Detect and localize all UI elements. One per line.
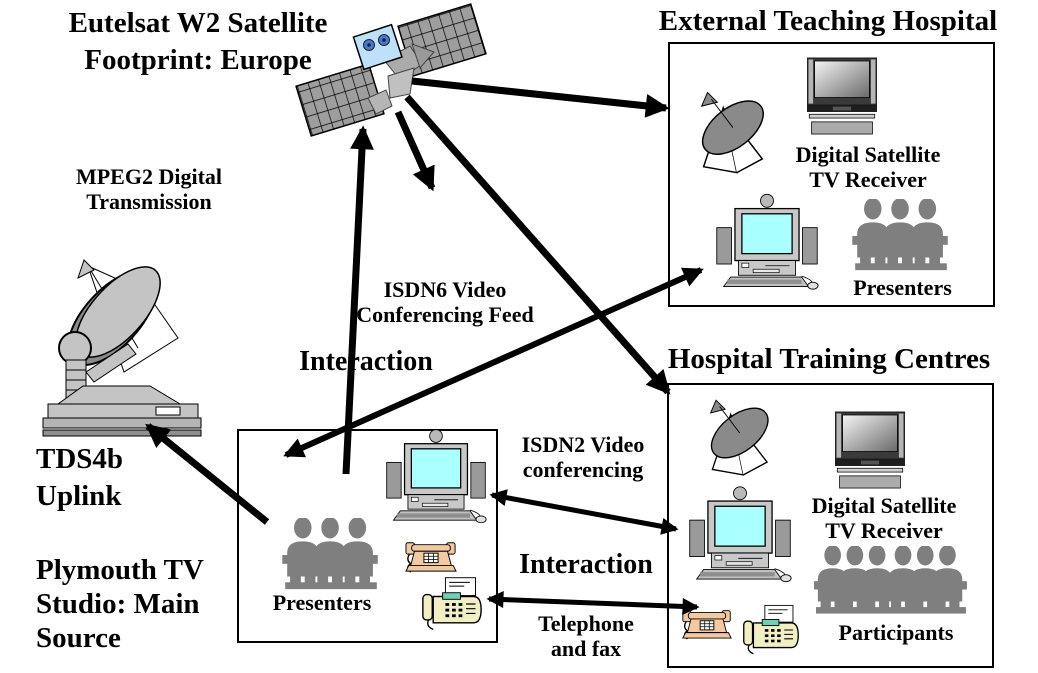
tds4b-line2: Uplink: [36, 479, 122, 512]
plymouth-line3: Source: [36, 622, 121, 655]
arrow-isdn2-videoconferencing: [489, 489, 679, 535]
telephone-icon: [682, 610, 732, 640]
uplink-dish-icon: [42, 259, 202, 437]
arrow-telephone-fax: [486, 591, 700, 615]
mpeg2-line2: Transmission: [86, 188, 212, 214]
isdn6-feed-label: ISDN6 Video Conferencing Feed: [340, 277, 550, 328]
telephone-fax-label: Telephone and fax: [505, 611, 667, 662]
telephone-line2: and fax: [550, 635, 622, 661]
satellite-icon: [295, 3, 487, 137]
people-group-icon: [282, 518, 378, 590]
tv-receiver-icon: [807, 57, 877, 135]
receiver-line2: TV Receiver: [809, 166, 927, 192]
tds4b-line1: TDS4b: [36, 443, 124, 475]
people-group-icon: [814, 546, 967, 614]
receiver-line2: TV Receiver: [825, 517, 943, 543]
receiver-line1: Digital Satellite: [811, 493, 957, 518]
fax-icon: [422, 576, 482, 631]
solar-panel-left: [295, 63, 385, 137]
satellite-dish-icon: [692, 89, 774, 174]
people-group-icon: [852, 199, 948, 271]
fax-icon: [743, 604, 799, 655]
isdn6-line2: Conferencing Feed: [356, 301, 534, 327]
telephone-icon: [405, 542, 457, 573]
isdn6-line1: ISDN6 Video: [383, 277, 507, 302]
plymouth-line1: Plymouth TV: [36, 554, 204, 586]
eutelsat-line1: Eutelsat W2 Satellite: [68, 7, 328, 39]
computer-icon: [689, 486, 792, 583]
mpeg2-line1: MPEG2 Digital: [75, 164, 223, 189]
plymouth-studio-label: Plymouth TV Studio: Main Source: [36, 553, 266, 656]
tv-receiver-icon: [835, 411, 905, 489]
mpeg2-transmission-label: MPEG2 Digital Transmission: [58, 164, 240, 215]
training-centres-title: Hospital Training Centres: [667, 343, 991, 375]
telephone-line1: Telephone: [538, 611, 634, 636]
computer-icon: [386, 429, 487, 524]
isdn2-label: ISDN2 Video conferencing: [503, 432, 663, 483]
external-hospital-title: External Teaching Hospital: [658, 5, 998, 37]
isdn2-line1: ISDN2 Video: [521, 432, 645, 457]
plymouth-presenters-label: Presenters: [272, 590, 372, 615]
receiver-line1: Digital Satellite: [795, 142, 941, 167]
interaction-lower-label: Interaction: [519, 549, 653, 580]
training-receiver-label: Digital Satellite TV Receiver: [796, 493, 972, 544]
external-receiver-label: Digital Satellite TV Receiver: [782, 142, 954, 193]
tds4b-uplink-label: TDS4b Uplink: [36, 441, 236, 514]
eutelsat-line2: Footprint: Europe: [84, 43, 312, 76]
satellite-dish-icon: [701, 397, 778, 476]
isdn2-line2: conferencing: [522, 456, 644, 482]
eutelsat-footprint-label: Eutelsat W2 Satellite Footprint: Europe: [40, 5, 356, 78]
computer-icon: [716, 193, 819, 290]
training-participants-label: Participants: [838, 620, 954, 645]
plymouth-line2: Studio: Main: [36, 588, 200, 621]
interaction-upper-label: Interaction: [299, 346, 433, 377]
external-presenters-label: Presenters: [853, 275, 952, 300]
